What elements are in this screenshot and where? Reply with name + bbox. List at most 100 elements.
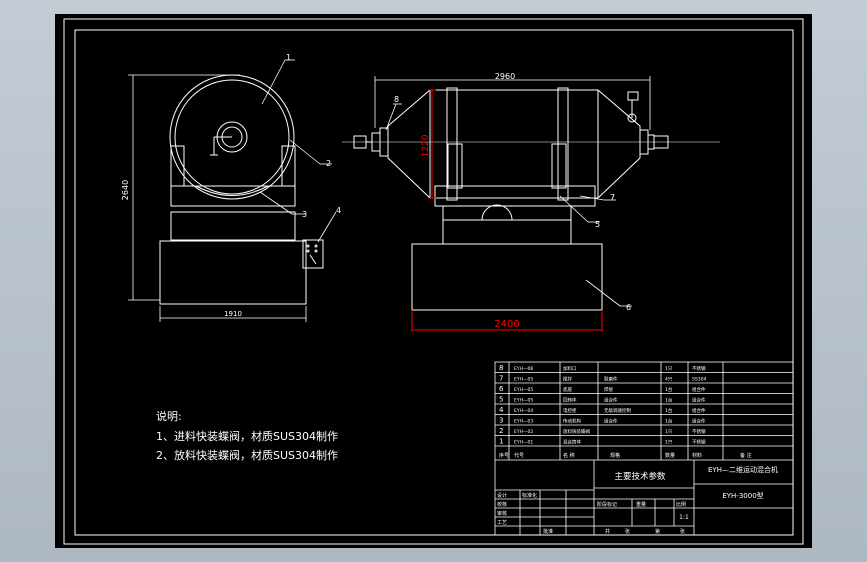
stage-label: 阶段标记 — [597, 501, 617, 508]
outer-border — [63, 18, 804, 545]
header-material: 材料 — [692, 452, 702, 459]
parts-cell-no: 4 — [499, 406, 504, 414]
parts-cell-material: 不锈钢 — [692, 365, 706, 372]
side-view — [342, 87, 720, 311]
parts-cell-code: EYH—04 — [514, 408, 533, 414]
sheet-label: 张 — [680, 528, 685, 535]
parts-cell-qty: 1台 — [665, 407, 673, 414]
end-view-dimensions — [128, 74, 307, 322]
header-code: 代号 — [514, 452, 524, 459]
sheet-label: 共 — [605, 528, 610, 535]
balloon-8: 8 — [394, 95, 399, 104]
parts-cell-qty: 1台 — [665, 397, 673, 404]
parts-cell-material: 组合件 — [692, 418, 706, 425]
parts-cell-qty: 1只 — [665, 366, 673, 372]
dim-left-height: 2640 — [121, 180, 130, 200]
table-header: 序号 代号 名 称 规格 数量 材料 备 注 — [499, 452, 752, 459]
end-view — [159, 74, 324, 305]
parts-cell-material: 组合件 — [692, 386, 706, 393]
parts-cell-qty: 1台 — [665, 386, 673, 393]
balloon-2: 2 — [326, 159, 331, 168]
side-view-leaders — [385, 103, 632, 307]
machine-name: EYH—二维运动混合机 — [708, 465, 778, 474]
parts-cell-spec: 耐磨件 — [604, 376, 618, 383]
parts-cell-spec: 组合件 — [604, 418, 618, 425]
parts-cell-qty: 1只 — [665, 429, 673, 435]
notes-heading: 说明: — [156, 409, 182, 423]
parts-cell-material: 不锈钢 — [692, 428, 706, 435]
parts-cell-qty: 1台 — [665, 418, 673, 425]
sign-label: 批准 — [543, 528, 553, 535]
parts-cell-material: 组合件 — [692, 397, 706, 404]
parts-cell-name: 放料快装蝶阀 — [563, 428, 590, 435]
parts-cell-qty: 1只 — [665, 440, 673, 446]
parts-cell-material: 不锈钢 — [692, 439, 706, 446]
balloon-6: 6 — [626, 303, 631, 312]
parts-cell-code: EYH—05 — [514, 398, 533, 404]
parts-cell-no: 1 — [499, 438, 503, 446]
parts-cell-code: EYH—05 — [514, 387, 533, 393]
parts-cell-code: EYH—03 — [514, 419, 533, 425]
side-view-dimensions — [374, 76, 651, 130]
parts-cell-spec: 无级调速控制 — [604, 407, 631, 414]
tech-params-label: 主要技术参数 — [614, 471, 666, 482]
sign-label: 校核 — [497, 501, 507, 508]
parts-cell-no: 8 — [499, 364, 503, 372]
header-note: 备 注 — [740, 452, 752, 459]
header-no: 序号 — [499, 452, 509, 459]
parts-cell-code: EYH—05 — [514, 377, 533, 383]
sign-label: 工艺 — [497, 520, 507, 526]
parts-cell-name: 传动机构 — [563, 418, 581, 425]
balloon-5: 5 — [595, 220, 600, 229]
dim-base-width-left: 1910 — [224, 310, 242, 318]
parts-cell-code: EYH—02 — [514, 429, 533, 435]
parts-cell-name: 电控柜 — [563, 407, 577, 414]
parts-cell-name: 加料口 — [563, 365, 577, 372]
stage-label: 重量 — [636, 501, 646, 508]
balloon-3: 3 — [302, 210, 307, 219]
parts-cell-name: 底座 — [563, 386, 572, 393]
end-view-leaders — [259, 59, 337, 243]
parts-cell-name: 混合筒体 — [563, 439, 581, 446]
parts-cell-qty: 4只 — [665, 377, 673, 383]
balloon-4: 4 — [336, 206, 341, 215]
parts-cell-no: 2 — [499, 427, 503, 435]
sheet-label: 张 — [625, 528, 630, 535]
notes-line-2: 2、放料快装蝶阀，材质SUS304制作 — [156, 448, 338, 462]
drawing-background — [55, 14, 812, 548]
title-block-grid — [494, 361, 794, 536]
stage-label: 比例 — [676, 501, 686, 508]
header-qty: 数量 — [665, 452, 675, 459]
sign-label: 设计 — [497, 492, 507, 499]
dim-base-width-right: 2400 — [494, 319, 519, 330]
sign-label: 审核 — [497, 510, 507, 517]
parts-cell-no: 6 — [499, 385, 504, 393]
scale-value: 1:1 — [679, 514, 689, 521]
parts-cell-no: 7 — [499, 375, 503, 383]
header-name: 名 称 — [563, 452, 575, 459]
parts-cell-material: 组合件 — [692, 407, 706, 414]
balloon-7: 7 — [610, 193, 615, 202]
dim-vessel-diameter: 1220 — [421, 134, 431, 157]
inner-border — [74, 29, 794, 536]
parts-cell-spec: 焊接 — [604, 386, 613, 393]
model-number: EYH-3000型 — [722, 491, 763, 500]
notes-line-1: 1、进料快装蝶阀，材质SUS304制作 — [156, 429, 338, 443]
sign-label: 标准化 — [522, 492, 537, 499]
red-dimensions — [411, 89, 603, 332]
header-spec: 规格 — [610, 452, 620, 459]
parts-cell-material: SS304 — [692, 377, 706, 383]
dim-top-length: 2960 — [495, 72, 515, 81]
parts-cell-code: EYH—01 — [514, 440, 533, 446]
parts-cell-code: EYH—06 — [514, 366, 533, 372]
parts-cell-spec: 组合件 — [604, 397, 618, 404]
parts-cell-name: 搅拌 — [563, 376, 572, 383]
parts-cell-no: 5 — [499, 396, 503, 404]
sign-labels: 设计 标准化 校核 审核 工艺 批准 阶段标记 重量 比例 共 张 第 张 — [497, 492, 686, 535]
balloon-1: 1 — [286, 53, 291, 62]
sheet-label: 第 — [655, 528, 660, 535]
parts-cell-name: 回转体 — [563, 397, 577, 404]
